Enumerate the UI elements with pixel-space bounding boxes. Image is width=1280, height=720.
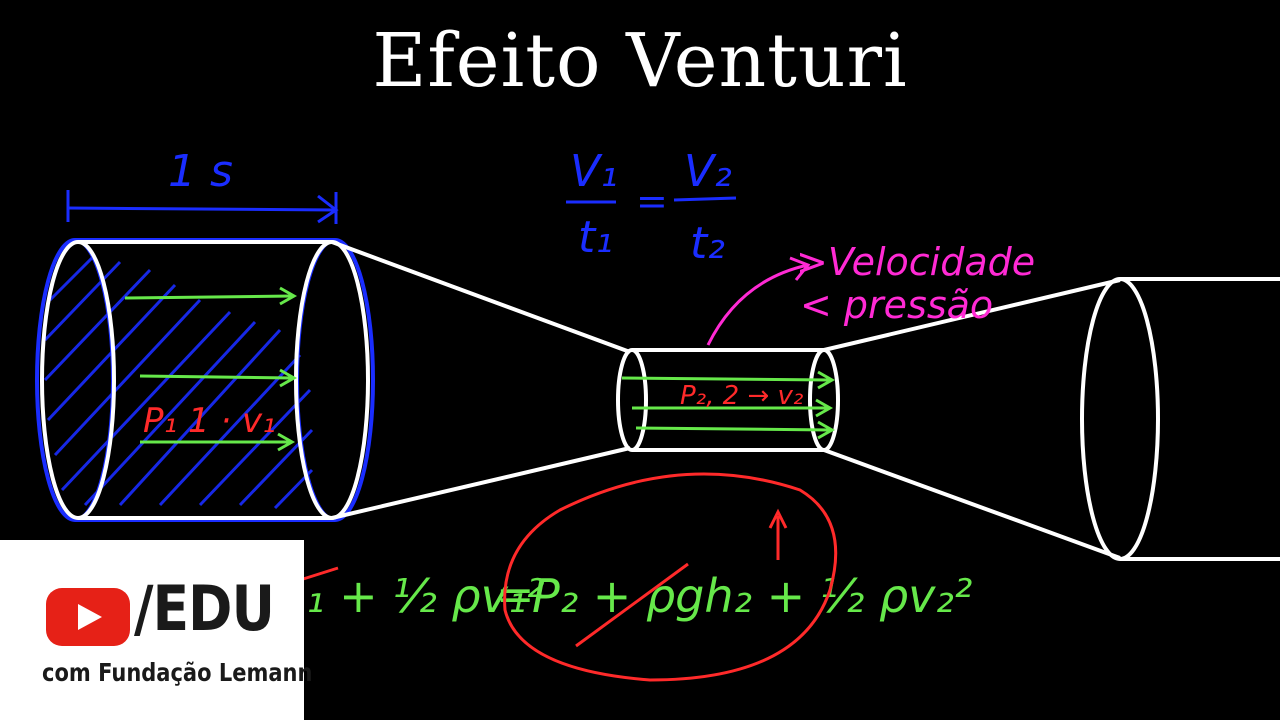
bernoulli-right: P₂ + ρgh₂ + ½ ρv₂²: [532, 569, 972, 623]
ratio-equals: =: [636, 179, 668, 223]
brand-partner: com Fundação Lemann: [42, 658, 313, 687]
ratio-right-top: V₂: [684, 146, 732, 197]
red-strike-right: [575, 562, 689, 648]
section-1-label: P₁ 1 · v₁: [143, 401, 276, 441]
ratio-right-bottom: t₂: [690, 218, 725, 269]
flow-arrows: [124, 286, 836, 452]
blue-hatching: [43, 253, 314, 510]
pipe-outline: [40, 240, 1280, 561]
effect-arrow: [706, 263, 809, 346]
time-span-label: 1 s: [168, 146, 233, 197]
red-strike-left: [299, 566, 339, 582]
ratio-right-bar: [673, 196, 737, 202]
red-up-arrow: [768, 508, 788, 560]
section-2-label: P₂, 2 → v₂: [680, 381, 803, 411]
brand-name: /EDU: [134, 572, 275, 645]
effect-pressure: < pressão: [800, 283, 993, 327]
ratio-left-bottom: t₁: [578, 212, 613, 263]
ratio-left-top: V₁: [570, 146, 618, 197]
time-span-arrow: [66, 190, 339, 224]
red-circle: [503, 472, 838, 682]
logo-panel: /EDU com Fundação Lemann: [0, 540, 312, 720]
bernoulli-equals: =: [496, 567, 535, 621]
effect-velocity: >Velocidade: [796, 240, 1035, 284]
title: Efeito Venturi: [372, 18, 908, 104]
youtube-play-icon: [46, 588, 130, 646]
